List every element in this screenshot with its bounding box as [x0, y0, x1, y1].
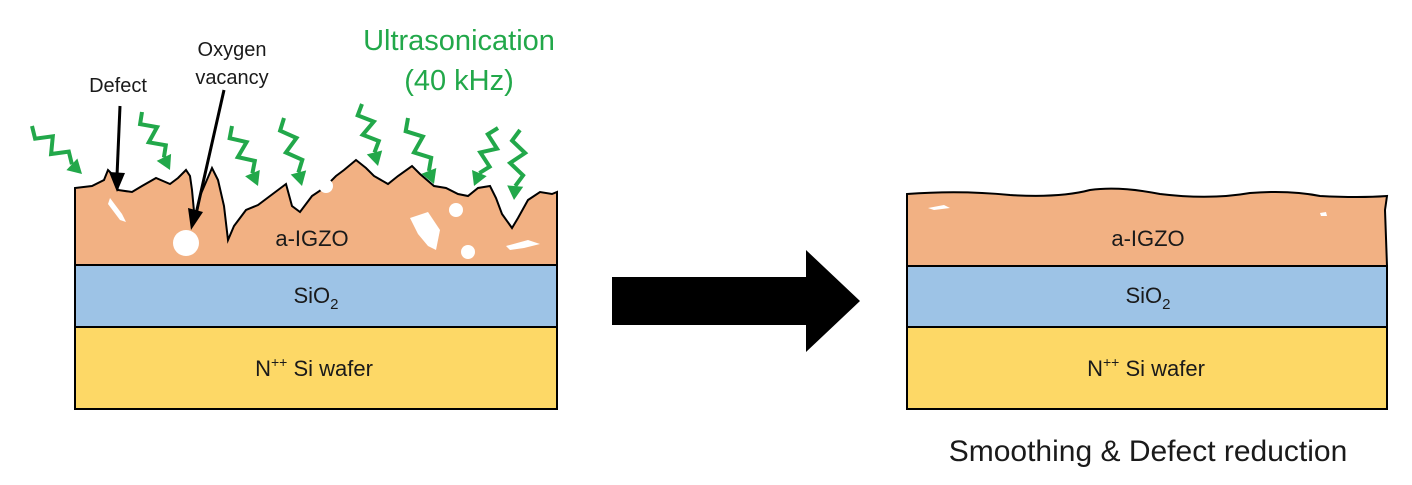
ultrasonic-wave-arrowhead [245, 170, 260, 186]
before-si-wafer-label: N++ Si wafer [255, 354, 373, 381]
ultrasonic-wave-arrow [355, 103, 382, 154]
defect-pointer-arrow [109, 105, 125, 192]
defect-flake [410, 212, 440, 250]
ultrasonic-wave-arrow [403, 117, 434, 172]
before-sio2-label: SiO2 [293, 283, 338, 313]
defect-flake [108, 198, 126, 222]
ultrasonic-wave-arrow [30, 125, 74, 165]
ultrasonic-waves [30, 103, 529, 200]
before-igzo-label: a-IGZO [275, 226, 348, 251]
process-arrow [612, 250, 860, 352]
ultrasonic-wave-arrowhead [290, 170, 307, 186]
before-stack: a-IGZO SiO2 N++ Si wafer Defect Oxygen v… [30, 25, 558, 410]
oxygen-vacancy-pointer-arrow [188, 89, 226, 230]
oxygen-vacancy-dot [461, 245, 475, 259]
defect-label: Defect [89, 75, 147, 97]
ultrasonic-wave-arrow [477, 126, 501, 175]
after-igzo-label: a-IGZO [1111, 226, 1184, 251]
ultrasonic-wave-arrowhead [472, 170, 487, 186]
after-sio2-label: SiO2 [1125, 283, 1170, 313]
sio2-base-text: SiO [1125, 283, 1162, 308]
after-defect-flake [1320, 212, 1327, 216]
si-rest-text: Si wafer [1119, 356, 1205, 381]
oxygen-vacancy-label-line1: Oxygen [198, 39, 267, 61]
oxygen-vacancy-dot [319, 179, 333, 193]
oxygen-vacancy-dot [449, 203, 463, 217]
after-sio2-layer [906, 265, 1388, 328]
ultrasonic-wave-arrowhead [366, 150, 383, 166]
ultrasonic-wave-arrow [277, 117, 305, 174]
oxygen-vacancy-large [173, 230, 199, 256]
ultrasonication-frequency-label: (40 kHz) [404, 65, 514, 97]
sio2-subscript-text: 2 [330, 296, 338, 313]
ultrasonic-wave-arrowhead [421, 168, 437, 184]
after-igzo-layer [906, 187, 1389, 267]
ultrasonic-wave-arrowhead [156, 153, 172, 170]
defect-flake [506, 240, 540, 250]
si-rest-text: Si wafer [287, 356, 373, 381]
before-sio2-layer [74, 264, 558, 328]
sio2-subscript-text: 2 [1162, 296, 1170, 313]
after-defect-flake [928, 205, 950, 210]
ultrasonic-wave-arrowhead [66, 158, 82, 174]
si-prefix-text: N [255, 356, 271, 381]
ultrasonic-wave-arrow [137, 111, 169, 158]
si-superscript-text: ++ [271, 354, 287, 370]
sio2-base-text: SiO [293, 283, 330, 308]
result-caption: Smoothing & Defect reduction [949, 435, 1348, 468]
ultrasonic-wave-arrow [227, 125, 258, 174]
si-superscript-text: ++ [1103, 354, 1119, 370]
after-stack: a-IGZO SiO2 N++ Si wafer Smoothing & Def… [906, 187, 1389, 468]
before-si-wafer-layer [74, 326, 558, 410]
si-prefix-text: N [1087, 356, 1103, 381]
after-si-wafer-layer [906, 326, 1388, 410]
ultrasonic-wave-arrowhead [507, 185, 524, 200]
after-si-wafer-label: N++ Si wafer [1087, 354, 1205, 381]
ultrasonication-label: Ultrasonication [363, 25, 555, 57]
oxygen-vacancy-label-line2: vacancy [195, 67, 268, 89]
ultrasonic-wave-arrow [506, 128, 529, 188]
